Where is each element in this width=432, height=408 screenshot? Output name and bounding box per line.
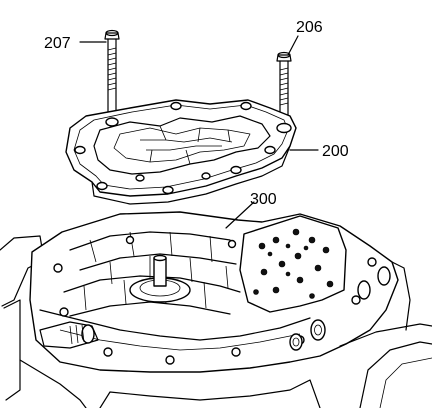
callout-200: 200: [322, 143, 349, 160]
servo-bores: [289, 266, 391, 351]
center-shaft: [129, 254, 191, 303]
callout-206: 206: [296, 19, 323, 36]
leader-206: [287, 35, 299, 56]
separator-plate-holes: [253, 228, 334, 299]
bolt-206: [276, 51, 292, 121]
callout-300: 300: [250, 191, 277, 208]
cover-200: [65, 99, 297, 205]
bolt-207: [104, 29, 120, 121]
leader-300: [225, 201, 255, 229]
callout-207: 207: [44, 35, 71, 52]
leader-lines: [79, 35, 319, 229]
valve-body-bolts: [53, 235, 377, 365]
valve-body-300: [0, 211, 432, 408]
cover-bolt-holes: [74, 101, 292, 195]
detent-roller: [39, 321, 99, 349]
